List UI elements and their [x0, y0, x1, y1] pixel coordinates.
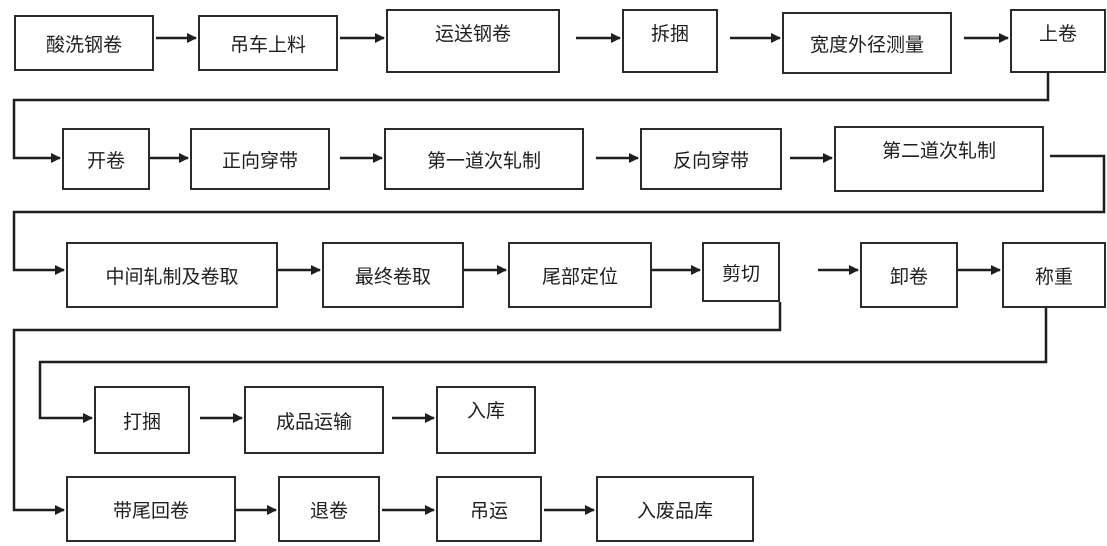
arrow-shear-to-rewinding	[12, 302, 782, 515]
step-scrap-warehouse: 入废品库	[596, 476, 754, 542]
step-load-coil: 上卷	[1010, 9, 1106, 73]
step-intermediate-rolling-coiling: 中间轧制及卷取	[66, 242, 278, 308]
step-pickled-coil: 酸洗钢卷	[14, 15, 154, 71]
step-finished-transport: 成品运输	[244, 386, 384, 454]
step-tail-rewinding: 带尾回卷	[66, 476, 236, 542]
step-warehouse-in: 入库	[436, 386, 536, 454]
step-forward-threading: 正向穿带	[190, 128, 330, 190]
step-transport-coil: 运送钢卷	[386, 9, 560, 73]
step-crane-transport: 吊运	[436, 476, 542, 542]
step-width-od-measure: 宽度外径测量	[782, 12, 952, 74]
step-crane-loading: 吊车上料	[198, 15, 338, 71]
step-coil-return: 退卷	[278, 476, 380, 542]
step-unload-coil: 卸卷	[860, 242, 958, 308]
step-reverse-threading: 反向穿带	[640, 128, 782, 190]
step-remove-strap: 拆捆	[622, 9, 718, 73]
step-second-pass-rolling: 第二道次轧制	[834, 126, 1044, 192]
arrow-weigh-to-strapping	[38, 308, 1048, 423]
step-first-pass-rolling: 第一道次轧制	[384, 128, 584, 190]
arrow-load-to-uncoil	[12, 73, 1050, 163]
step-strapping: 打捆	[94, 386, 190, 454]
arrow-second-to-intermediate	[12, 154, 1106, 275]
step-uncoil: 开卷	[62, 128, 150, 190]
step-weighing: 称重	[1002, 242, 1106, 308]
step-tail-positioning: 尾部定位	[508, 242, 652, 308]
step-shearing: 剪切	[702, 242, 780, 302]
step-final-coiling: 最终卷取	[322, 242, 464, 308]
